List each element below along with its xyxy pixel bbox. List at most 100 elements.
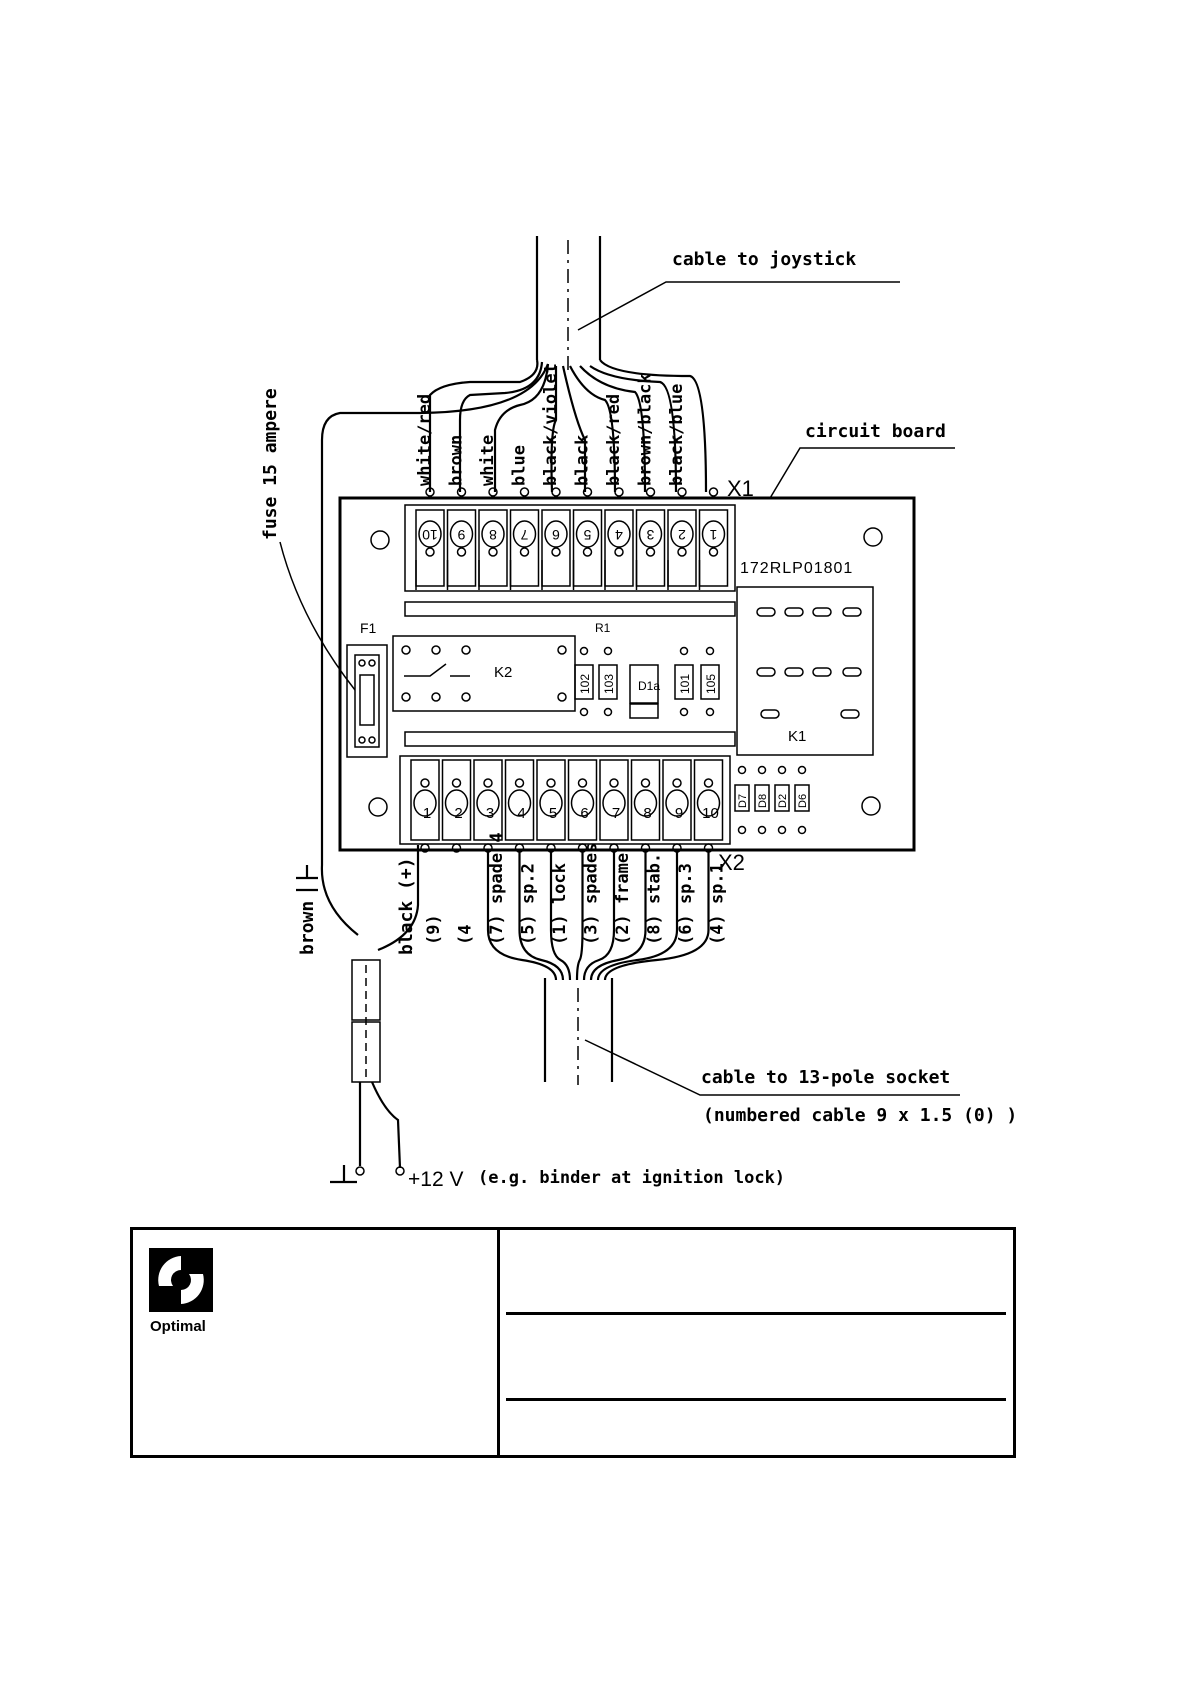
board-component: 101 [674,646,694,717]
x2-terminal-number: 1 [423,805,431,822]
x2-terminal: 10 [693,759,724,853]
board-part-number: 172RLP01801 [740,560,853,577]
r1-label: R1 [595,621,611,635]
x1-terminal: 8 [478,487,508,590]
supply-voltage: +12 V [408,1168,463,1191]
x1-terminal: 10 [415,487,445,590]
x1-terminal: 3 [635,487,666,590]
x2-wire [596,852,679,981]
relay-pin [756,607,776,617]
wire-label-brown: brown [297,901,318,955]
x2-terminal-number: 2 [454,805,462,822]
board-component: 105 [700,646,720,717]
x2-terminal-number: 3 [486,805,494,822]
board-diode-label: D6 [797,794,809,808]
x2-terminal-number: 6 [580,805,588,822]
x1-wire-label: black/blue [667,384,687,486]
x1-terminal-number: 1 [709,527,717,543]
logo-wordmark: Optimal [150,1318,206,1335]
x1-terminal: 7 [509,487,540,590]
x2-wire [575,852,584,981]
x1-wire-label: blue [510,445,530,486]
relay-pin [812,667,832,677]
x1-wire-label: white/red [415,394,435,486]
x2-terminal: 1 [410,759,440,853]
board-diode-label: D7 [737,794,749,808]
supply-wires [330,845,420,1184]
x1-terminal-number: 7 [520,527,528,543]
x2-wire-label: (4 [456,925,476,945]
board-component: D1a [629,664,660,719]
x2-wire-label: (9) [424,914,444,945]
callout-circuit-board: circuit board [805,421,946,442]
x2-wire-label: (7) spade 4 [487,832,507,945]
relay-pin [842,667,862,677]
x2-wire-label: (3) spades [582,843,602,945]
board-component-label: 101 [678,674,692,694]
optimal-logo-icon [149,1248,213,1312]
callout-line-socket [584,1039,960,1096]
relay-pin [784,667,804,677]
x2-terminal: 5 [536,759,566,853]
x2-wire-label: (2) frame [613,853,633,945]
x2-terminal-number: 8 [643,805,651,822]
x2-terminal-number: 9 [675,805,683,822]
board-component-label: 102 [578,674,592,694]
x2-wire-label: (1) lock [550,863,570,945]
board-component-label: 105 [704,674,718,694]
x1-wire-label: brown [447,435,467,486]
board-diode: D7 [734,765,750,835]
x2-wire-label: (4) sp.1 [708,863,728,945]
x2-terminal-number: 5 [549,805,557,822]
x1-wire-label: black [573,435,593,486]
x2-wire-labels: (9) (4 (7) spade 4(5) sp.2(1) lock(3) sp… [424,832,728,945]
fuse-holder-f1 [346,644,388,758]
x2-label: X2 [718,850,745,875]
x1-terminal-number: 5 [583,527,591,543]
x1-terminal-number: 8 [489,527,497,543]
relay-pin [842,607,862,617]
x1-terminal-number: 10 [422,527,438,543]
x1-terminal-number: 4 [615,527,623,543]
relay-pin [756,667,776,677]
fuse-ref-label: F1 [360,620,377,636]
callout-cable-joystick: cable to joystick [672,249,856,270]
board-component-label: 103 [602,674,616,694]
title-block: Optimal [130,1227,1016,1458]
board-component: 103 [598,646,618,717]
x2-wire [518,852,565,981]
x2-wire [589,852,647,981]
resistor-strip-bottom [404,731,736,747]
x2-wire-bundle [486,852,710,981]
x1-terminal-number: 9 [457,527,465,543]
x2-terminal-number: 7 [612,805,620,822]
callout-fuse: fuse 15 ampere [260,388,281,540]
x2-terminal: 9 [662,759,692,853]
wiring-diagram: cable to joystick circuit board X1 X2 17… [260,236,1017,1191]
x1-terminal: 1 [698,487,729,590]
x1-label: X1 [727,476,754,501]
title-block-rule-1 [506,1312,1006,1315]
title-block-rule-2 [506,1398,1006,1401]
callout-cable-spec: (numbered cable 9 x 1.5 (0) ) [703,1105,1017,1126]
relay-pin [812,607,832,617]
board-diode: D6 [794,765,810,835]
x2-terminal: 8 [630,759,661,853]
x1-wire-label: white [478,435,498,486]
board-diode: D8 [754,765,770,835]
supply-note: (e.g. binder at ignition lock) [478,1168,785,1188]
x2-wire [486,852,558,981]
socket-cable [543,978,614,1085]
relay-pin [760,709,780,719]
x1-wire-label: black/red [604,394,624,486]
x1-terminal: 9 [446,487,477,590]
board-diode-label: D8 [757,794,769,808]
board-diode-label: D2 [777,794,789,808]
circuit-board [338,496,916,852]
x2-wire [582,852,616,981]
x2-wire-label: (8) stab. [645,853,665,945]
board-component-label: D1a [638,679,660,693]
relay-k1-label: K1 [788,728,806,745]
